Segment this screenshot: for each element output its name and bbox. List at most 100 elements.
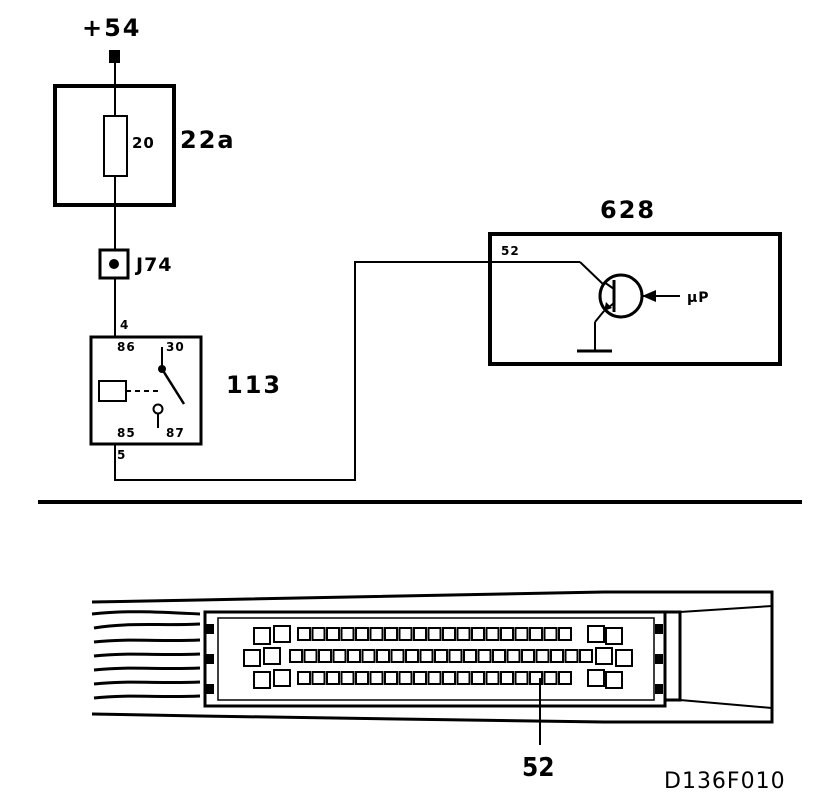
junction-j74 xyxy=(98,248,130,280)
connector-pin-cavity xyxy=(347,649,361,663)
connector-pin-cavity xyxy=(390,649,405,663)
junction-node xyxy=(109,259,119,269)
connector-large-cavity xyxy=(243,649,261,667)
connector-large-cavity xyxy=(263,647,281,665)
transistor-ground-diag xyxy=(594,310,605,323)
connector-pin-cavity xyxy=(384,627,398,641)
connector-pin-cavity xyxy=(311,671,326,685)
relay-switch-arm xyxy=(160,368,186,405)
control-unit-id: 628 xyxy=(600,196,656,224)
connector-pin-cavity xyxy=(463,649,477,663)
transistor-lead-in xyxy=(579,261,606,287)
connector-large-cavity xyxy=(587,625,605,643)
connector-pin-cavity xyxy=(384,671,398,685)
control-unit-signal: µP xyxy=(687,290,710,306)
relay-pin-30: 30 xyxy=(166,340,185,354)
fuse-rating: 20 xyxy=(132,134,155,152)
connector-pin-cavity xyxy=(413,627,427,641)
connector-large-cavity xyxy=(595,647,613,665)
fuse-id: 22a xyxy=(180,126,236,154)
connector-drawing xyxy=(91,590,774,745)
connector-pin-cavity xyxy=(326,671,340,685)
connector-pin-cavity xyxy=(398,671,413,685)
relay-wire-in: 4 xyxy=(120,318,129,332)
connector-pin-cavity xyxy=(543,671,558,685)
relay-pin-85: 85 xyxy=(117,426,136,440)
relay-wire-out: 5 xyxy=(117,448,126,462)
relay-pin-87: 87 xyxy=(166,426,185,440)
connector-large-cavity xyxy=(615,649,633,667)
connector-pin-cavity xyxy=(456,671,471,685)
connector-pin-cavity xyxy=(477,649,492,663)
connector-pin-cavity xyxy=(456,627,471,641)
control-wire xyxy=(114,261,580,481)
connector-pin-cavity xyxy=(550,649,564,663)
transistor-collector xyxy=(603,281,615,290)
connector-pin-cavity xyxy=(485,671,500,685)
connector-large-cavity xyxy=(605,627,623,645)
connector-large-cavity xyxy=(253,627,271,645)
fuse-element xyxy=(103,115,128,177)
connector-pin-cavity xyxy=(529,627,543,641)
connector-pin-cavity xyxy=(311,627,326,641)
base-signal-arrow xyxy=(642,290,656,302)
connector-pin-cavity xyxy=(471,627,485,641)
connector-pin-cavity xyxy=(326,627,340,641)
connector-pin-cavity xyxy=(369,671,384,685)
transistor-emitter-arrow xyxy=(604,302,612,311)
junction-id: J74 xyxy=(134,254,173,276)
connector-pin-cavity xyxy=(471,671,485,685)
connector-pin-cavity xyxy=(558,627,572,641)
connector-pin-cavity xyxy=(289,649,303,663)
connector-pin-cavity xyxy=(340,671,355,685)
connector-pin-cavity xyxy=(514,671,529,685)
connector-pin-grid xyxy=(243,625,633,689)
connector-pin-cavity xyxy=(413,671,427,685)
control-unit-pin: 52 xyxy=(501,244,520,258)
connector-large-cavity xyxy=(253,671,271,689)
connector-pin-cavity xyxy=(543,627,558,641)
connector-pin-cavity xyxy=(535,649,550,663)
connector-pin-cavity xyxy=(332,649,347,663)
connector-large-cavity xyxy=(587,669,605,687)
connector-large-cavity xyxy=(273,669,291,687)
connector-pin-cavity xyxy=(427,671,442,685)
fuse-box xyxy=(53,84,176,207)
connector-cable-lines xyxy=(91,610,201,700)
connector-large-cavity xyxy=(605,671,623,689)
connector-pin-cavity xyxy=(434,649,448,663)
connector-pin-callout: 52 xyxy=(522,753,555,783)
connector-pin-cavity xyxy=(297,627,311,641)
connector-pin-cavity xyxy=(361,649,376,663)
connector-pin-cavity xyxy=(340,627,355,641)
connector-large-cavity xyxy=(273,625,291,643)
connector-pin-cavity xyxy=(521,649,535,663)
connector-pin-cavity xyxy=(303,649,318,663)
relay-pin-86: 86 xyxy=(117,340,136,354)
connector-pin-cavity xyxy=(355,627,369,641)
connector-pin-cavity xyxy=(297,671,311,685)
connector-pin-cavity xyxy=(419,649,434,663)
connector-pin-cavity xyxy=(442,627,456,641)
figure-code: D136F010 xyxy=(664,769,786,794)
connector-pin-cavity xyxy=(564,649,579,663)
connector-pin-cavity xyxy=(405,649,419,663)
connector-pin-cavity xyxy=(369,627,384,641)
supply-label: +54 xyxy=(82,14,142,42)
connector-pin-cavity xyxy=(427,627,442,641)
relay-id: 113 xyxy=(226,371,282,399)
relay-coil xyxy=(98,380,127,402)
connector-pin-cavity xyxy=(500,627,514,641)
connector-pin-cavity xyxy=(398,627,413,641)
relay-no-contact xyxy=(152,403,164,415)
connector-pin-cavity xyxy=(492,649,506,663)
connector-pin-cavity xyxy=(485,627,500,641)
connector-pin-cavity xyxy=(448,649,463,663)
connector-pin-cavity xyxy=(442,671,456,685)
connector-pin-cavity xyxy=(500,671,514,685)
supply-terminal xyxy=(109,50,120,63)
control-unit-628 xyxy=(488,232,782,366)
transistor-symbol xyxy=(598,273,644,319)
connector-pin-cavity xyxy=(318,649,332,663)
